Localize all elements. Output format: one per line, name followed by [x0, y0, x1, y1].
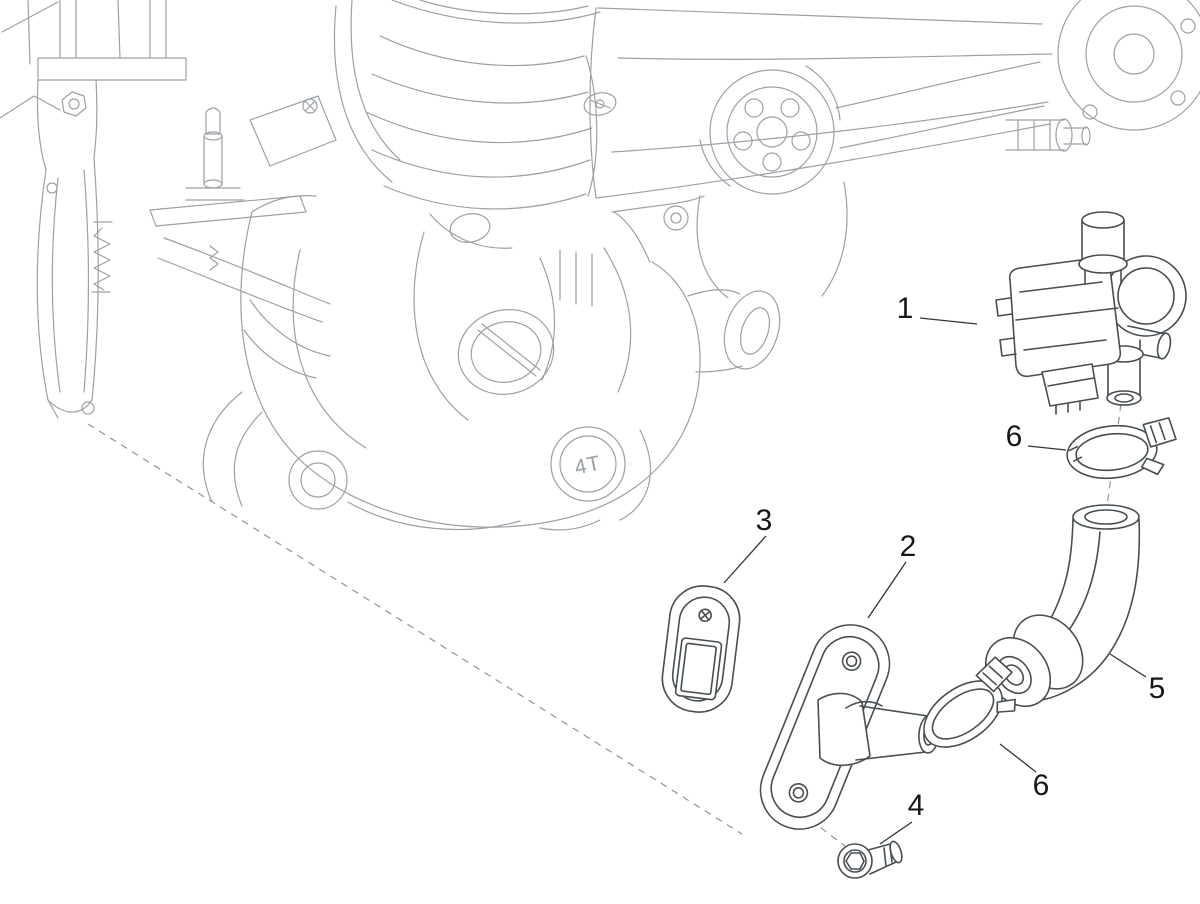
valve-connector — [1041, 363, 1099, 407]
leader-1 — [919, 317, 978, 325]
elbow-top-rim — [1072, 504, 1140, 530]
screw-shaft — [867, 842, 895, 851]
part-3-gasket[interactable] — [659, 582, 744, 716]
screw-hex-socket — [845, 852, 865, 870]
callout-6-lower[interactable]: 6 — [1033, 769, 1050, 802]
engine-line-art: 4T — [0, 0, 1200, 531]
clamp-tab — [1140, 457, 1165, 476]
callout-2[interactable]: 2 — [900, 530, 917, 563]
flange-bolt-hole-top — [841, 651, 862, 671]
clamp-screw-housing — [1142, 417, 1177, 448]
leader-5 — [1109, 653, 1147, 678]
part-4-screw[interactable] — [837, 840, 904, 879]
callout-6-upper[interactable]: 6 — [1006, 420, 1023, 453]
callout-5[interactable]: 5 — [1149, 672, 1166, 705]
gasket-port — [674, 637, 723, 701]
callout-leader-lines — [723, 317, 1147, 845]
leader-6-lower — [999, 743, 1037, 773]
callout-3[interactable]: 3 — [756, 504, 773, 537]
part-5-elbow-hose[interactable] — [972, 504, 1141, 719]
assembly-guide-lines — [87, 403, 1122, 847]
leader-2 — [867, 561, 907, 619]
elbow-outer-edge — [1041, 518, 1141, 701]
valve-solenoid-block — [1008, 256, 1122, 378]
part-2-flange-pipe[interactable] — [749, 613, 941, 841]
screw-head — [837, 843, 873, 879]
clamp-tab — [996, 698, 1016, 713]
engine-marking-4t: 4T — [573, 452, 604, 480]
valve-side-stub — [1156, 332, 1172, 360]
leader-3 — [723, 535, 767, 584]
leader-4 — [879, 821, 913, 845]
flange-pipe-stub — [859, 705, 929, 717]
guide-line-valve-to-elbow — [1106, 403, 1122, 507]
callout-numbers: 1 6 5 3 2 6 4 — [756, 292, 1166, 822]
clamp-band — [923, 680, 1003, 748]
guide-line-screw — [799, 811, 846, 847]
part-6-hose-clamp-lower[interactable] — [911, 654, 1031, 761]
part-6-hose-clamp-upper[interactable] — [1064, 417, 1179, 483]
guide-line-main — [87, 423, 743, 835]
leader-6-upper — [1027, 445, 1067, 451]
flange-bolt-hole-bottom — [788, 783, 809, 803]
callout-1[interactable]: 1 — [897, 292, 914, 325]
part-1-secondary-air-valve[interactable] — [995, 211, 1187, 415]
clamp-screw-housing — [975, 656, 1013, 693]
flange-pipe-boss — [817, 692, 871, 767]
callout-4[interactable]: 4 — [908, 789, 925, 822]
